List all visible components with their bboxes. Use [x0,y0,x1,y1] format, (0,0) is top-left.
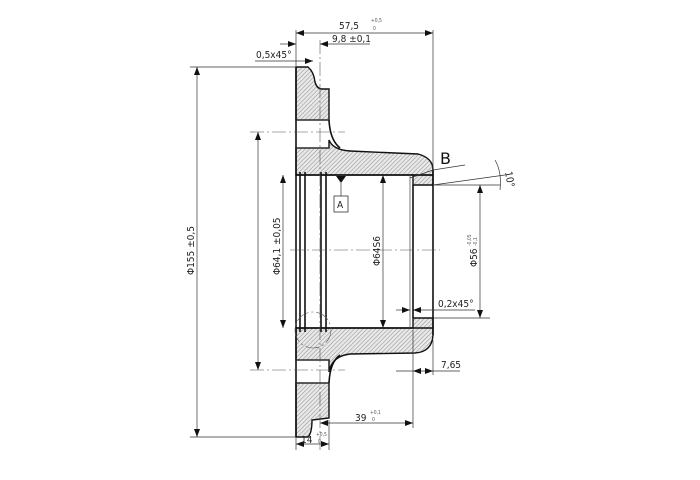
dim-bore-depth-tol-upper: +0,1 [370,410,381,416]
dim-bore-diameter: Φ64S6 [372,236,383,266]
dim-overall-length: 57,5 [339,21,359,32]
dim-flange-thickness-tol-upper: +0,5 [316,432,327,438]
datum-a: A [333,176,349,213]
dim-flange-offset: 9,8 ±0,1 [332,34,371,45]
dim-chamfer-inner: 0,2x45° [438,299,474,310]
lower-flange-section [295,317,434,438]
dim-bore-depth-tol-lower: 0 [372,417,375,423]
dim-flange-thickness: 14 [301,435,313,446]
dim-groove-diameter: Φ64,1 ±0,05 [272,217,283,275]
dim-chamfer-outer: 0,5x45° [256,50,292,61]
detail-label-b: B [440,149,451,168]
dim-spigot-diameter: Φ56 [469,248,480,267]
dim-bore-depth: 39 [355,413,367,424]
centerlines [250,40,440,450]
datum-label: A [337,200,344,211]
dim-overall-length-tol-upper: +0,5 [371,18,382,24]
detail-circle [294,311,332,349]
dim-angle: 10° [502,171,516,189]
upper-flange-section [295,66,434,186]
dim-spigot-length: 7,65 [441,360,461,371]
dim-overall-length-tol-lower: 0 [373,26,376,32]
dim-flange-thickness-tol-lower: 0 [318,439,321,445]
dim-spigot-tol-upper: -0,05 [467,234,473,246]
part-outline [294,67,434,437]
dim-flange-diameter: Φ155 ±0,5 [186,226,197,275]
dim-spigot-tol-lower: -0,1 [473,237,479,246]
